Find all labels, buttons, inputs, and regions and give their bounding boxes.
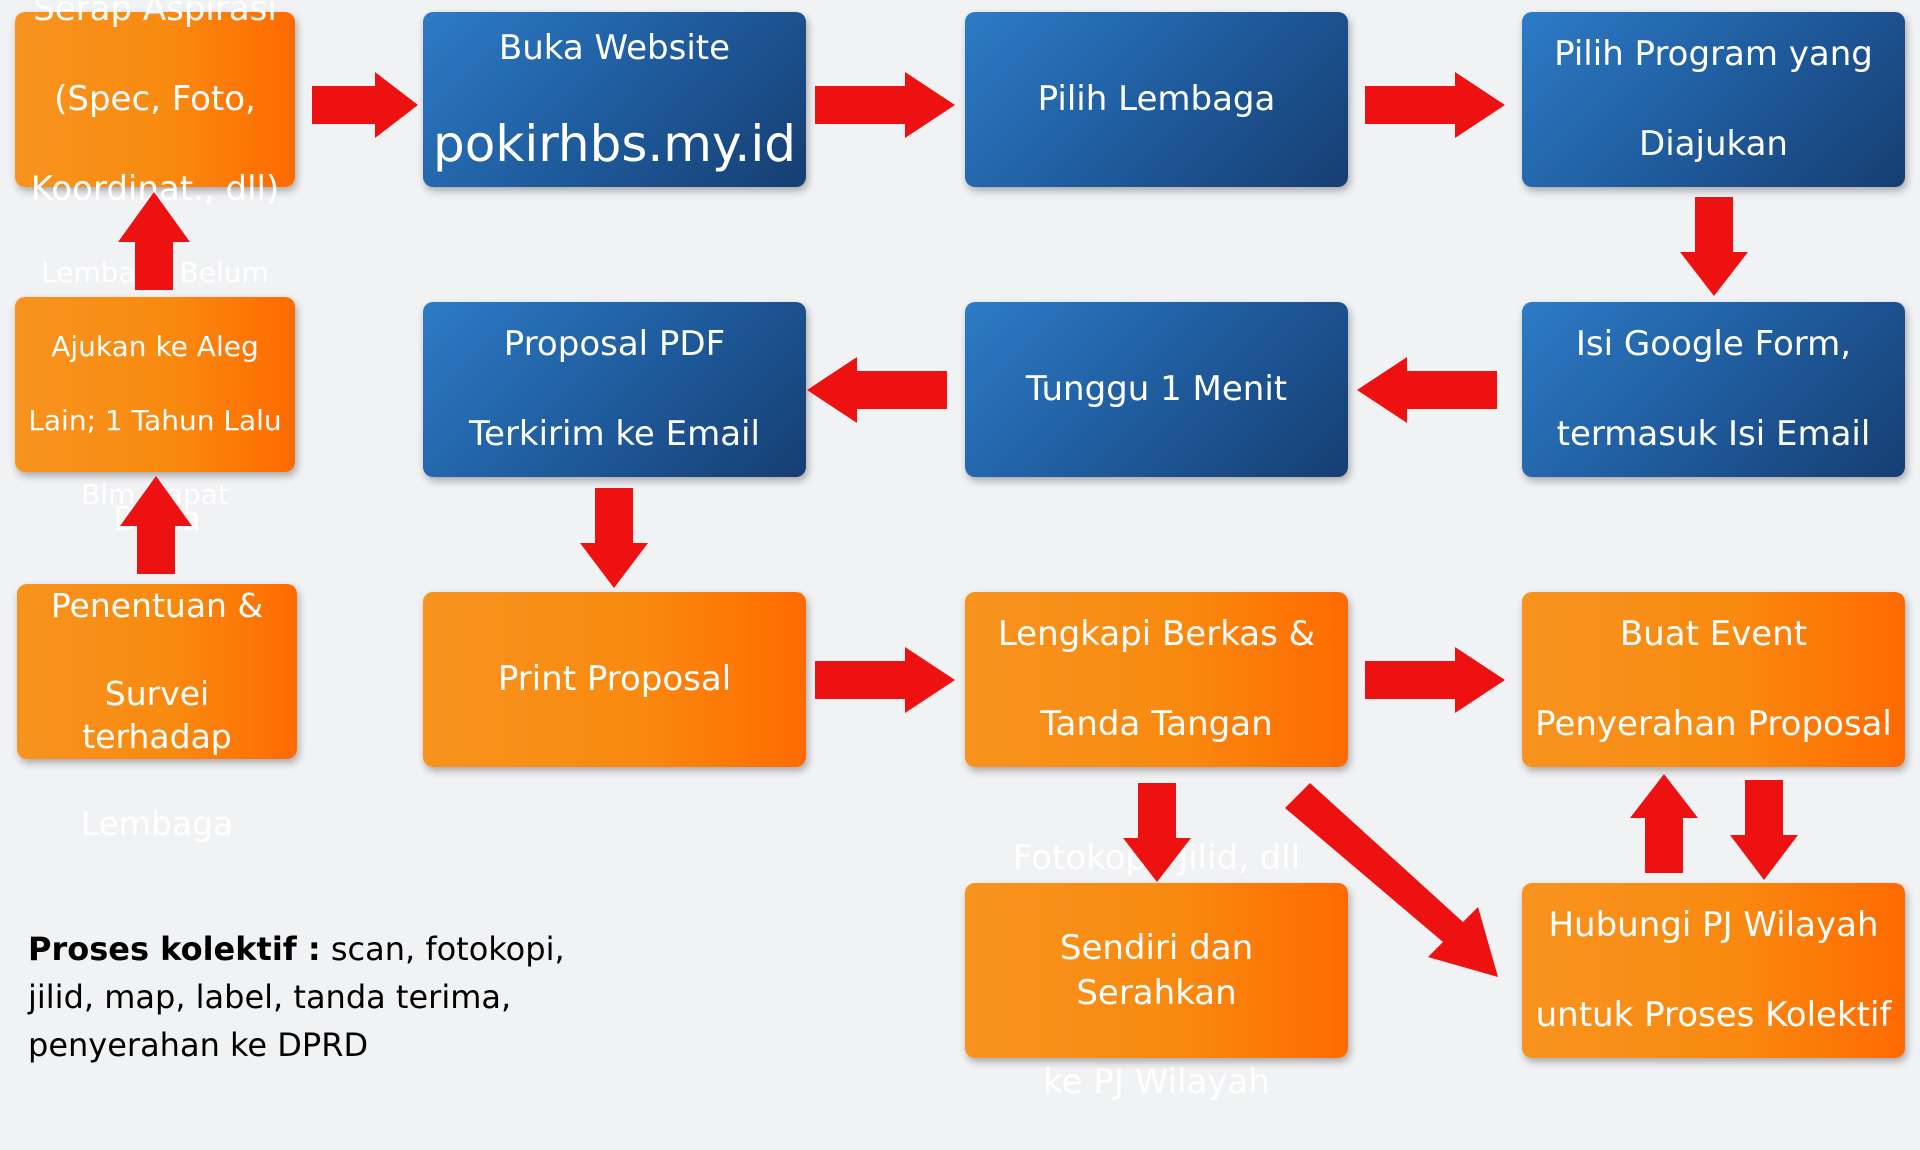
collective-process-note: Proses kolektif : scan, fotokopi, jilid,… [28,925,588,1069]
node-line: Pilih Program yang [1554,34,1873,75]
node-line: Lengkapi Berkas & [997,614,1316,655]
arrow-left [807,357,947,423]
node-line: Koordinat., dll) [30,168,280,209]
arrow-up [118,192,190,290]
node-line: Print Proposal [497,659,732,700]
node-line: Proposal PDF [503,324,726,365]
arrow-left [1357,357,1497,423]
node-proposal-pdf: Proposal PDF Terkirim ke Email [423,302,806,477]
note-line: scan, fotokopi, [320,930,565,968]
arrow-down [1123,783,1191,882]
node-line: Terkirim ke Email [469,413,760,454]
arrows-layer [118,72,1798,977]
arrow-up [120,476,192,574]
node-line: Lembaga [80,804,234,844]
node-line: Survei terhadap [82,673,232,757]
node-lembaga-belum: Lembaga Belum Ajukan ke Aleg Lain; 1 Tah… [15,256,295,511]
arrow-up [1630,774,1698,873]
node-title: Buka Website [498,27,731,68]
node-line: Ajukan ke Aleg [51,330,259,364]
node-pilih-lembaga: Pilih Lembaga [965,12,1348,187]
node-lengkapi-berkas: Lengkapi Berkas & Tanda Tangan [965,592,1348,767]
flowchart: Serap Aspirasi (Spec, Foto, Koordinat., … [15,0,1905,1102]
node-pilih-program: Pilih Program yang Diajukan [1522,12,1905,187]
node-line: Penentuan & [50,586,264,626]
node-serap-aspirasi: Serap Aspirasi (Spec, Foto, Koordinat., … [15,0,295,209]
node-line: Pilih Lembaga [1037,79,1276,120]
node-line: untuk Proses Kolektif [1535,994,1892,1035]
node-line: Hubungi PJ Wilayah [1548,905,1879,946]
note-label: Proses kolektif : [28,930,321,968]
arrow-right [815,647,955,713]
node-line: Tanda Tangan [1040,703,1273,744]
node-print-proposal: Print Proposal [423,592,806,767]
arrow-down [580,488,648,588]
arrow-right [312,72,418,138]
node-line: (Spec, Foto, [54,79,256,120]
arrow-diagonal [1285,783,1498,977]
arrow-right [815,72,955,138]
node-line: Isi Google Form, [1575,324,1852,365]
node-line: termasuk Isi Email [1556,413,1871,454]
note-line: jilid, map, label, tanda terima, [28,978,512,1016]
arrow-right [1365,647,1505,713]
node-line: Penyerahan Proposal [1535,703,1892,744]
node-line: Buat Event [1619,614,1808,655]
website-url: pokirhbs.my.id [433,114,796,173]
node-fotokopi: Fotokopi, Jilid, dll Sendiri dan Serahka… [965,838,1348,1102]
node-hubungi-pj-wilayah: Hubungi PJ Wilayah untuk Proses Kolektif [1522,883,1905,1058]
node-line: Sendiri dan Serahkan [1059,927,1254,1013]
node-line: Lain; 1 Tahun Lalu [28,403,282,437]
arrow-down [1680,197,1748,296]
node-line: Serap Aspirasi [33,0,277,30]
node-buka-website: Buka Website pokirhbs.my.id [423,12,806,187]
node-isi-google-form: Isi Google Form, termasuk Isi Email [1522,302,1905,477]
node-buat-event: Buat Event Penyerahan Proposal [1522,592,1905,767]
node-tunggu-1-menit: Tunggu 1 Menit [965,302,1348,477]
arrow-down [1730,780,1798,880]
arrow-right [1365,72,1505,138]
note-line: penyerahan ke DPRD [28,1026,369,1064]
node-line: Tunggu 1 Menit [1025,369,1288,410]
node-line: Diajukan [1639,123,1788,164]
